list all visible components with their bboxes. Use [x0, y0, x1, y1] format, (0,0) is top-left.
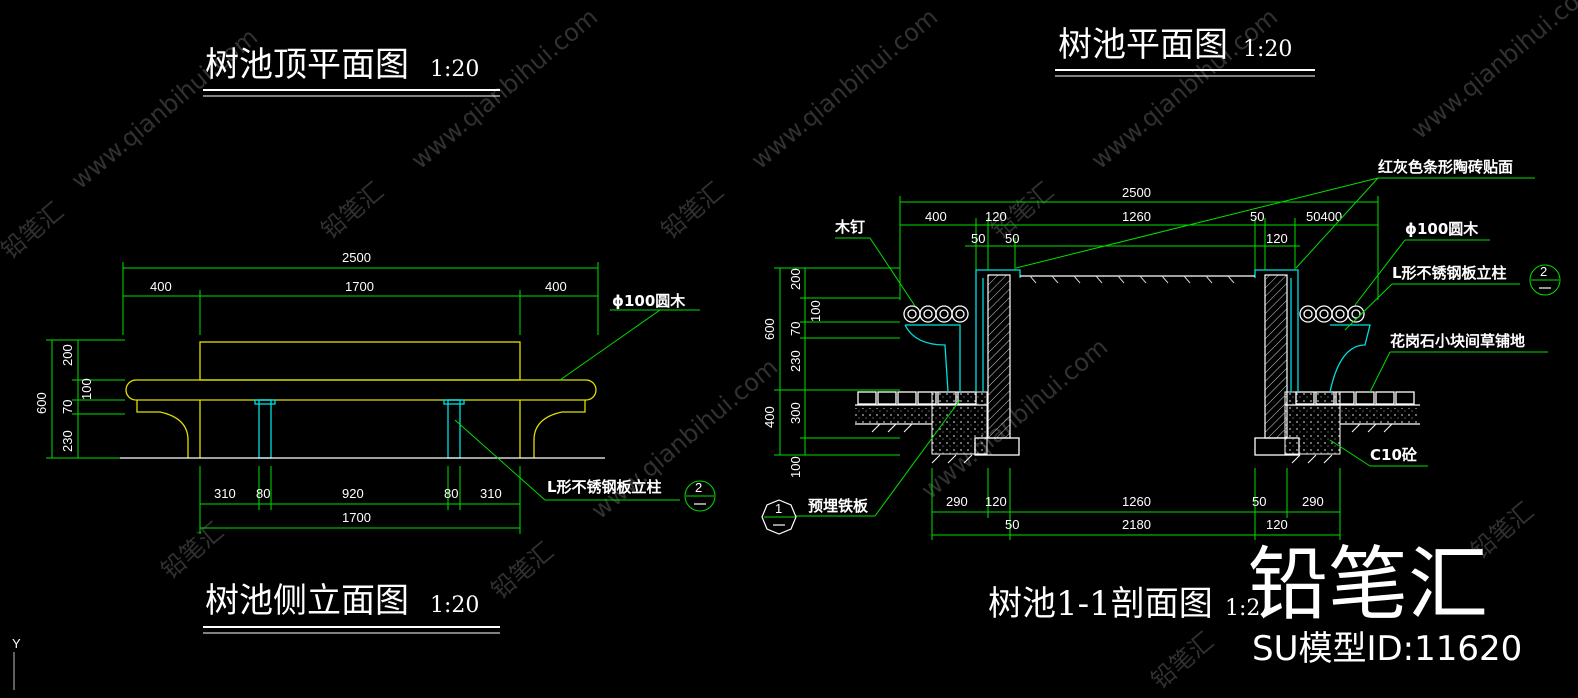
- title-section: 树池1-1剖面图 1:2: [988, 584, 1260, 624]
- title-scale: 1:20: [430, 57, 479, 82]
- dim-label: 120: [1266, 517, 1288, 532]
- watermark-brand: 铅笔汇: [316, 177, 389, 245]
- dim-label: 80: [444, 486, 458, 501]
- dim-label: 100: [79, 378, 94, 400]
- title-top-plan: 树池顶平面图 1:20: [203, 45, 500, 97]
- dim-label: 290: [946, 494, 968, 509]
- section-dims-top: 2500 400 120 1260 50 50400 50 50 120: [899, 185, 1379, 300]
- title-scale: 1:20: [1243, 37, 1292, 62]
- title-text: 树池1-1剖面图: [988, 584, 1213, 624]
- dim-label: 310: [480, 486, 502, 501]
- title-text: 树池顶平面图: [205, 45, 409, 85]
- dim-label: 290: [1302, 494, 1324, 509]
- side-elevation: 2500 400 1700 400 600 200 100 70 230: [34, 250, 716, 534]
- label-round-wood: ϕ100圆木: [1405, 220, 1479, 238]
- paving-right: [1295, 391, 1415, 405]
- label-steel-post: L形不锈钢板立柱: [547, 478, 662, 496]
- title-scale: 1:20: [430, 593, 479, 618]
- title-plan: 树池平面图 1:20: [1055, 25, 1315, 77]
- dim-label: 400: [150, 279, 172, 294]
- label-concrete: C10砼: [1370, 446, 1418, 464]
- dim-label: 2180: [1122, 517, 1151, 532]
- watermark-brand: 铅笔汇: [656, 177, 729, 245]
- brand-logo: 铅笔汇: [1248, 538, 1488, 631]
- dim-label: 230: [788, 350, 803, 372]
- section-dims-left: 200 600 100 70 230 300 400 100: [762, 267, 900, 478]
- watermark-brand: 铅笔汇: [1146, 627, 1219, 695]
- dim-label: 50: [971, 231, 985, 246]
- dim-label: 2500: [1122, 185, 1151, 200]
- dim-label: 100: [788, 456, 803, 478]
- dim-label: 200: [788, 268, 803, 290]
- elev-dims-left: 600 200 100 70 230: [34, 339, 125, 459]
- dim-label: 50400: [1306, 209, 1342, 224]
- axis-y-label: Y: [12, 636, 21, 651]
- svg-text:1: 1: [775, 501, 782, 516]
- dim-label: 600: [762, 318, 777, 340]
- round-logs-left: [903, 305, 969, 323]
- dim-label: 230: [60, 430, 75, 452]
- label-round-wood: ϕ100圆木: [612, 292, 686, 310]
- dim-label: 200: [60, 344, 75, 366]
- dim-label: 50: [1252, 494, 1266, 509]
- dim-label: 70: [60, 400, 75, 414]
- dim-label: 120: [985, 209, 1007, 224]
- callout-1: 1: [761, 499, 797, 535]
- svg-text:2: 2: [695, 480, 702, 495]
- watermark-brand: 铅笔汇: [486, 537, 559, 605]
- dim-label: 300: [788, 402, 803, 424]
- dim-label: 920: [342, 486, 364, 501]
- dim-label: 1260: [1122, 209, 1151, 224]
- dim-label: 400: [545, 279, 567, 294]
- watermark-text: www.qianbihui.com: [746, 3, 943, 175]
- dim-label: 50: [1250, 209, 1264, 224]
- dim-label: 50: [1005, 231, 1019, 246]
- watermark-text: www.qianbihui.com: [406, 3, 603, 175]
- title-text: 树池侧立面图: [205, 581, 409, 621]
- label-steel-post: L形不锈钢板立柱: [1392, 264, 1507, 282]
- label-embedded-plate: 预埋铁板: [808, 497, 869, 515]
- watermark-text: www.qianbihui.com: [1406, 0, 1578, 145]
- section-dims-bottom: 290 120 1260 50 290 50 2180 120: [931, 468, 1341, 540]
- dim-label: 100: [808, 300, 823, 322]
- dim-label: 120: [985, 494, 1007, 509]
- dim-label: 1700: [345, 279, 374, 294]
- dim-label: 1700: [342, 510, 371, 525]
- model-id: SU模型ID:11620: [1252, 629, 1522, 669]
- callout-2: 2: [1529, 264, 1561, 296]
- dim-label: 2500: [342, 250, 371, 265]
- paving-left: [857, 391, 977, 405]
- dim-label: 310: [214, 486, 236, 501]
- round-logs-right: [1299, 305, 1365, 323]
- dim-label: 80: [256, 486, 270, 501]
- dim-label: 50: [1005, 517, 1019, 532]
- title-side-elevation: 树池侧立面图 1:20: [203, 581, 500, 634]
- watermark-brand: 铅笔汇: [0, 197, 69, 265]
- callout-2: 2: [684, 480, 716, 512]
- dim-label: 400: [762, 406, 777, 428]
- label-paving: 花岗石小块间草铺地: [1390, 332, 1525, 350]
- dim-label: 600: [34, 392, 49, 414]
- elev-dims-top: 2500 400 1700 400: [122, 250, 599, 335]
- brand-stamp: 铅笔汇 SU模型ID:11620: [1248, 538, 1522, 669]
- watermark-brand: 铅笔汇: [156, 517, 229, 585]
- title-text: 树池平面图: [1058, 25, 1228, 65]
- watermark-text: www.qianbihui.com: [586, 353, 783, 525]
- label-nail: 木钉: [834, 218, 865, 236]
- dim-label: 120: [1266, 231, 1288, 246]
- section-1-1: 2500 400 120 1260 50 50400 50 50 120 200…: [761, 158, 1561, 540]
- svg-text:2: 2: [1540, 264, 1547, 279]
- label-tile: 红灰色条形陶砖贴面: [1378, 158, 1513, 176]
- soil-marks: [1029, 275, 1235, 284]
- title-scale: 1:2: [1225, 596, 1260, 621]
- dim-label: 400: [925, 209, 947, 224]
- elev-dims-bottom: 310 80 920 80 310 1700: [199, 466, 521, 534]
- dim-label: 70: [788, 322, 803, 336]
- dim-label: 1260: [1122, 494, 1151, 509]
